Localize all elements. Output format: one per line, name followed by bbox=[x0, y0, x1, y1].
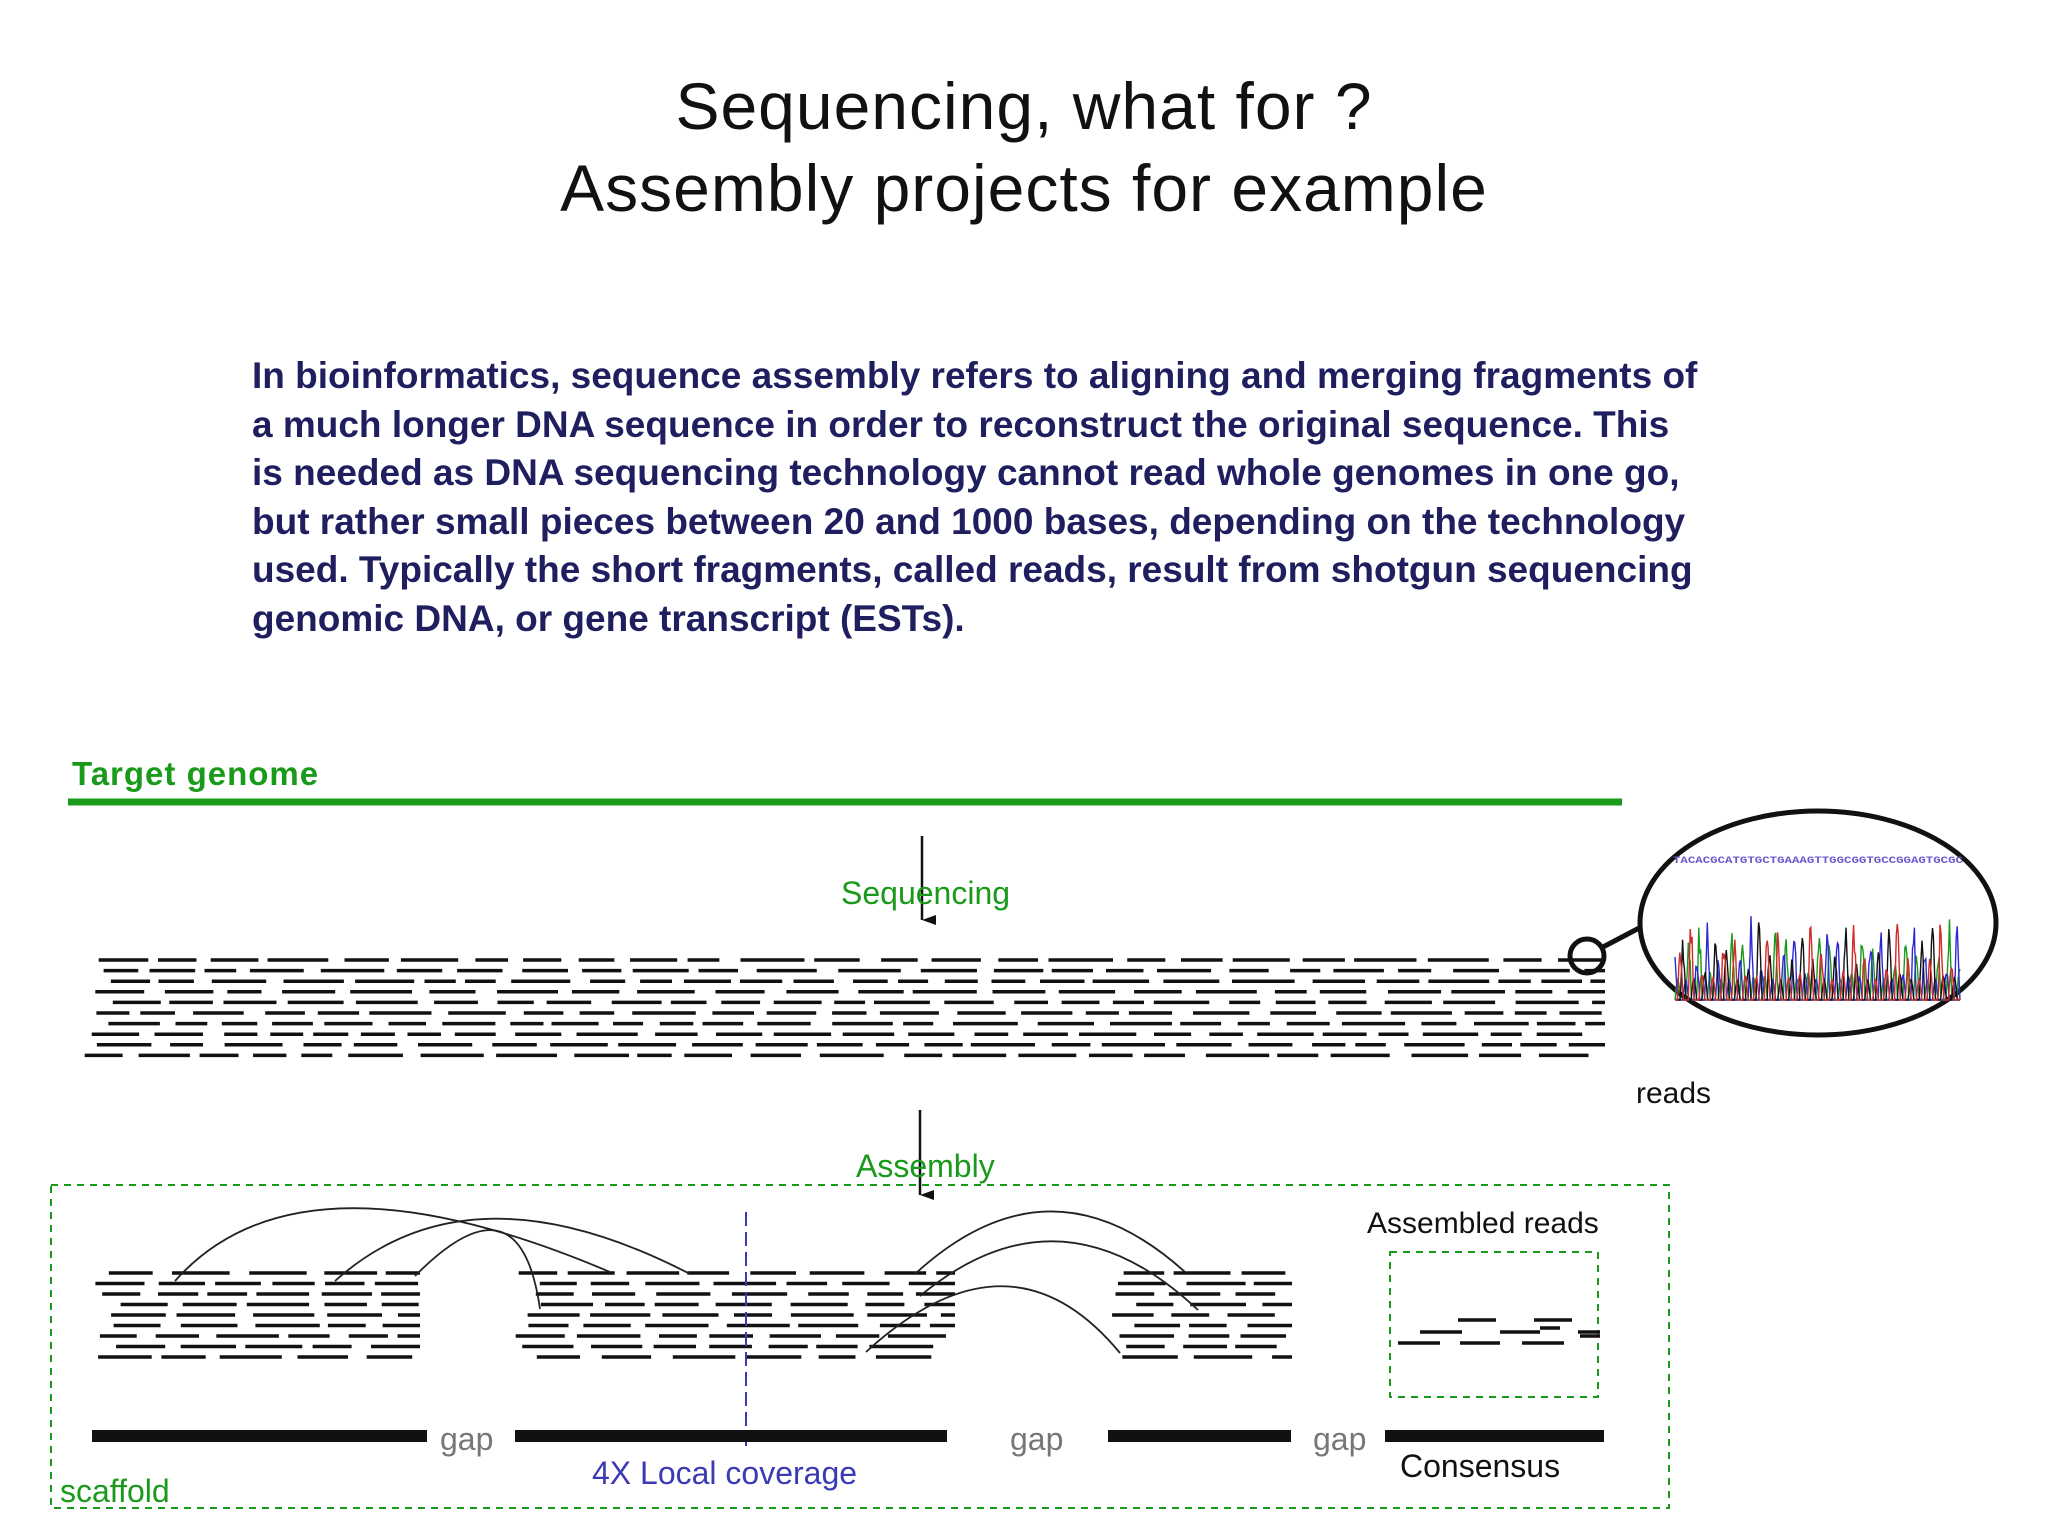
chromatogram-lens bbox=[1637, 808, 1999, 1038]
consensus-bar bbox=[1108, 1430, 1291, 1442]
zoom-source-circle bbox=[1567, 936, 1607, 976]
chromatogram-trace-line bbox=[1675, 923, 1961, 1001]
gap-label: gap bbox=[1010, 1421, 1063, 1457]
paragraph-line: genomic DNA, or gene transcript (ESTs). bbox=[252, 597, 965, 639]
coverage-label: 4X Local coverage bbox=[592, 1455, 857, 1491]
assembly-label: Assembly bbox=[856, 1148, 995, 1184]
consensus-bar bbox=[92, 1430, 427, 1442]
scaffold-box bbox=[50, 1184, 1670, 1509]
chromatogram-trace bbox=[1674, 916, 1961, 1001]
mate-pair-arc bbox=[914, 1210, 1186, 1275]
paragraph-line: used. Typically the short fragments, cal… bbox=[252, 549, 1693, 590]
reads-stack bbox=[84, 958, 1605, 1058]
consensus-bars bbox=[92, 1430, 1604, 1442]
paragraph-line: but rather small pieces between 20 and 1… bbox=[252, 500, 1686, 542]
scaffold-label: scaffold bbox=[60, 1473, 170, 1509]
paragraph-line: is needed as DNA sequencing technology c… bbox=[252, 452, 1680, 493]
mate-pair-arc bbox=[334, 1217, 691, 1282]
consensus-bar bbox=[515, 1430, 947, 1442]
title-line-2: Assembly projects for example bbox=[560, 151, 1488, 225]
description-paragraph: In bioinformatics, sequence assembly ref… bbox=[252, 352, 1872, 643]
paragraph-line: In bioinformatics, sequence assembly ref… bbox=[252, 355, 1698, 396]
gap-label: gap bbox=[1313, 1421, 1366, 1457]
consensus-bar bbox=[1385, 1430, 1604, 1442]
chromatogram-bases: TACACGCATGTGCTGAAAGTTGGCGGTGCCGGAGTGCGC bbox=[1673, 855, 1964, 867]
assembled-reads-box bbox=[1389, 1251, 1599, 1398]
mate-pair-arc bbox=[174, 1207, 611, 1282]
contig-reads bbox=[95, 1271, 1292, 1359]
mate-pair-links bbox=[174, 1207, 1199, 1354]
mate-pair-arc bbox=[865, 1285, 1121, 1354]
consensus-label: Consensus bbox=[1400, 1448, 1560, 1484]
mate-pair-arc bbox=[919, 1240, 1199, 1311]
title-line-1: Sequencing, what for ? bbox=[675, 69, 1373, 143]
reads-label: reads bbox=[1636, 1077, 1711, 1110]
gap-label: gap bbox=[440, 1421, 493, 1457]
sequencing-label: Sequencing bbox=[841, 875, 1010, 911]
zoom-connector bbox=[1601, 923, 1645, 950]
mate-pair-arc bbox=[414, 1229, 541, 1310]
target-genome-label: Target genome bbox=[72, 755, 319, 792]
paragraph-line: a much longer DNA sequence in order to r… bbox=[252, 403, 1670, 445]
assembled-reads-label: Assembled reads bbox=[1367, 1207, 1599, 1240]
assembled-reads-sample bbox=[1398, 1318, 1600, 1345]
